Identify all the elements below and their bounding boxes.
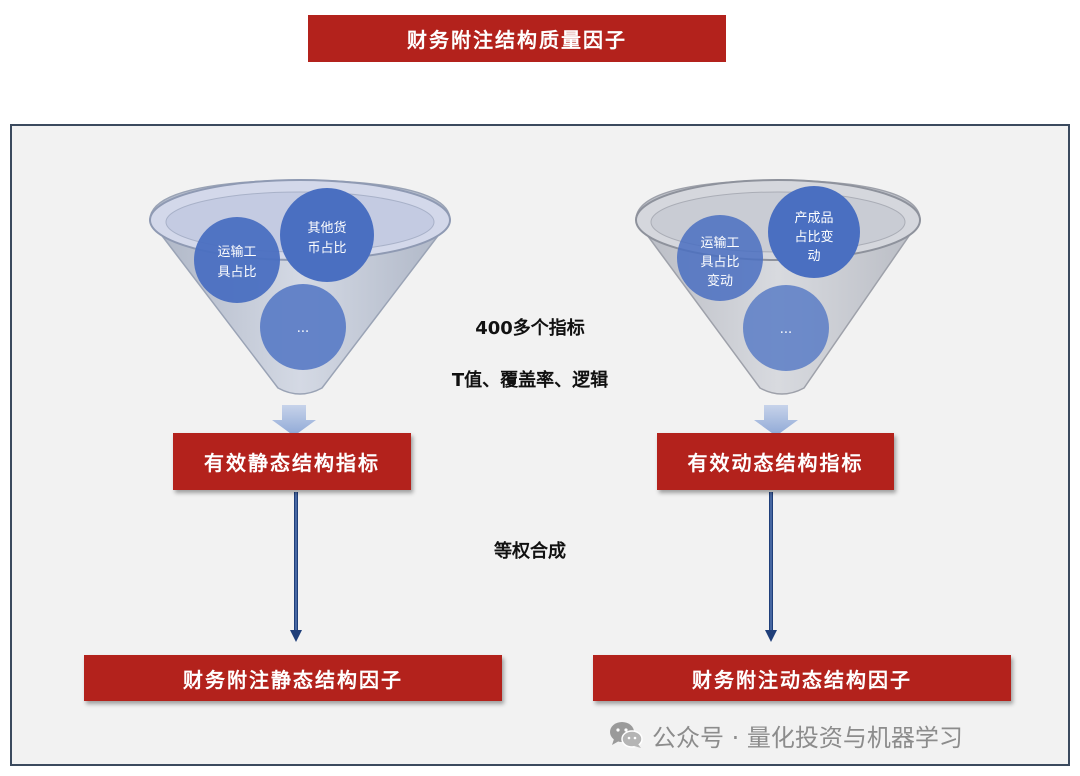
right-circle-left-line3: 变动 xyxy=(707,273,733,289)
right-circle-top-right xyxy=(768,186,860,278)
right-circle-left xyxy=(677,215,763,301)
left-circle-left xyxy=(194,217,280,303)
left-funnel-arrow xyxy=(272,405,316,436)
right-connector-arrow xyxy=(765,492,777,642)
watermark: 公众号 · 量化投资与机器学习 xyxy=(608,718,963,752)
right-circle-bottom xyxy=(743,285,829,371)
right-circle-top-right-line3: 动 xyxy=(807,249,820,264)
right-circle-left-line2: 具占比 xyxy=(700,255,739,270)
indicator-count-label: 400多个指标 xyxy=(475,318,585,339)
left-circle-bottom xyxy=(260,284,346,370)
dynamic-factor-box: 财务附注动态结构因子 xyxy=(593,655,1011,701)
right-circle-top-right-line1: 产成品 xyxy=(794,211,833,226)
right-funnel: ... 运输工 具占比 变动 产成品 占比变 动 xyxy=(635,179,921,436)
left-circle-top-right-line2: 币占比 xyxy=(307,241,346,256)
left-circle-left-line2: 具占比 xyxy=(217,265,256,280)
selection-criteria-label: T值、覆盖率、逻辑 xyxy=(451,370,609,391)
left-connector-arrow xyxy=(290,492,302,642)
wechat-icon xyxy=(610,722,643,748)
left-circle-left-line1: 运输工 xyxy=(217,244,256,260)
left-circle-top-right xyxy=(280,188,374,282)
left-circle-bottom-label: ... xyxy=(297,321,309,336)
dynamic-indicator-box: 有效动态结构指标 xyxy=(657,433,894,490)
left-funnel: ... 运输工 具占比 其他货 币占比 xyxy=(149,179,451,436)
right-circle-top-right-line2: 占比变 xyxy=(794,229,833,245)
static-indicator-box: 有效静态结构指标 xyxy=(173,433,411,490)
right-circle-left-line1: 运输工 xyxy=(700,235,739,251)
static-factor-box: 财务附注静态结构因子 xyxy=(84,655,502,701)
right-funnel-arrow xyxy=(754,405,798,436)
diagram-title: 财务附注结构质量因子 xyxy=(308,15,726,62)
right-circle-bottom-label: ... xyxy=(780,322,792,337)
watermark-text: 公众号 · 量化投资与机器学习 xyxy=(652,723,963,752)
left-circle-top-right-line1: 其他货 xyxy=(307,220,346,236)
equal-weight-label: 等权合成 xyxy=(494,541,566,562)
